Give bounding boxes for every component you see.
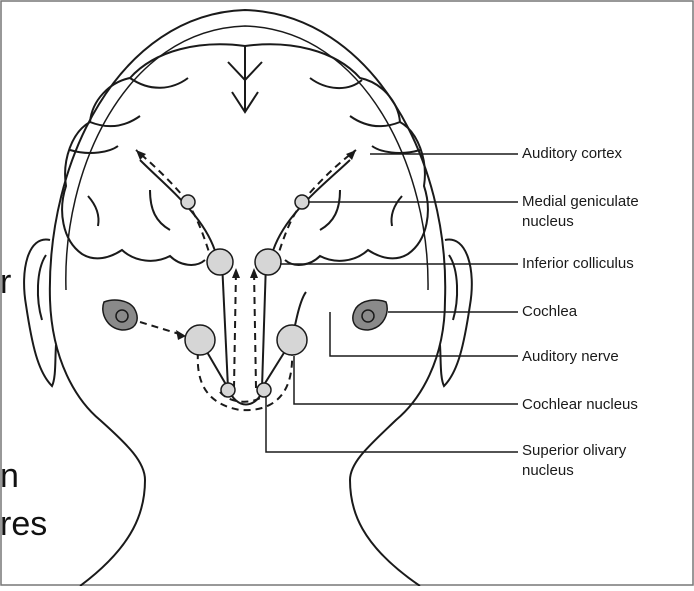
- skull-line: [65, 25, 429, 291]
- label-superior-olivary-line2: nucleus: [522, 462, 574, 479]
- label-cochlea: Cochlea: [522, 303, 578, 320]
- label-superior-olivary-line1: Superior olivary: [522, 442, 627, 459]
- label-auditory-cortex: Auditory cortex: [522, 145, 623, 162]
- label-medial-geniculate-line2: nucleus: [522, 213, 574, 230]
- leader-cochlear-nucleus: [293, 356, 518, 405]
- ear-left: [23, 238, 57, 388]
- arrowheads: [136, 150, 356, 340]
- cochlear-nucleus-left: [184, 324, 216, 356]
- head-outline: [48, 8, 447, 587]
- inferior-colliculus-right: [254, 248, 282, 276]
- clipped-text-line1: r: [0, 263, 12, 301]
- brain: [61, 43, 429, 266]
- inferior-colliculus-left: [206, 248, 234, 276]
- leader-lines: [265, 153, 518, 453]
- medial-geniculate-left: [180, 194, 196, 210]
- cochlea-right: [352, 299, 388, 331]
- leader-superior-olivary: [265, 396, 518, 453]
- pathways-solid: [139, 159, 351, 406]
- superior-olivary-right: [256, 382, 272, 398]
- cochlea-left: [102, 299, 138, 331]
- nuclei: [180, 194, 310, 398]
- label-auditory-nerve: Auditory nerve: [522, 348, 619, 365]
- superior-olivary-left: [220, 382, 236, 398]
- clipped-text-line3: res: [0, 505, 48, 543]
- medial-geniculate-right: [294, 194, 310, 210]
- label-medial-geniculate-line1: Medial geniculate: [522, 193, 639, 210]
- label-cochlear-nucleus: Cochlear nucleus: [522, 396, 638, 413]
- cochlear-nucleus-right: [276, 324, 308, 356]
- label-inferior-colliculus: Inferior colliculus: [522, 255, 634, 272]
- ear-right: [439, 238, 473, 388]
- leader-auditory-nerve: [329, 312, 518, 357]
- clipped-text-line2: n: [0, 457, 19, 495]
